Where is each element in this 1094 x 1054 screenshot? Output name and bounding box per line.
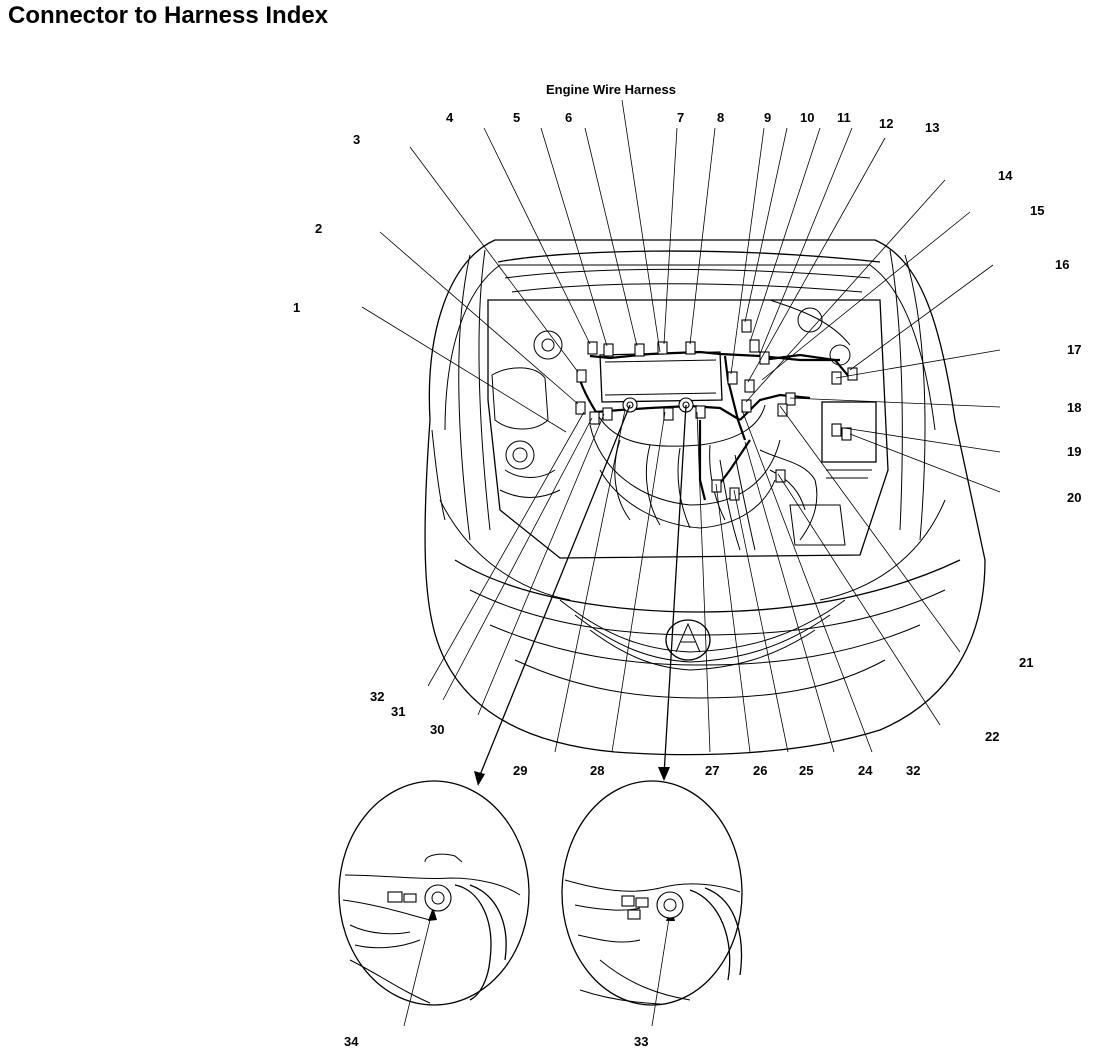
callout-4: 4 (446, 110, 454, 125)
page-title: Connector to Harness Index (8, 2, 329, 29)
callout-18: 18 (1067, 400, 1081, 415)
callout-14: 14 (998, 168, 1013, 183)
callout-10: 10 (800, 110, 814, 125)
leader-lines (361, 99, 1001, 1027)
callout-5: 5 (513, 110, 520, 125)
vehicle-front-outline (424, 239, 986, 756)
callout-numbers: 1 2 3 4 5 6 7 8 9 10 11 12 13 14 15 16 1… (293, 110, 1081, 1049)
callout-9: 9 (764, 110, 771, 125)
callout-15: 15 (1030, 203, 1044, 218)
callout-30: 30 (430, 722, 444, 737)
callout-34: 34 (344, 1034, 359, 1049)
callout-21: 21 (1019, 655, 1033, 670)
callout-13: 13 (925, 120, 939, 135)
callout-11: 11 (837, 110, 851, 125)
detail-view-right (561, 780, 743, 1006)
callout-26: 26 (753, 763, 767, 778)
callout-6: 6 (565, 110, 572, 125)
callout-16: 16 (1055, 257, 1069, 272)
callout-22: 22 (985, 729, 999, 744)
callout-27: 27 (705, 763, 719, 778)
harness-label: Engine Wire Harness (546, 82, 676, 97)
callout-17: 17 (1067, 342, 1081, 357)
callout-28: 28 (590, 763, 604, 778)
callout-20: 20 (1067, 490, 1081, 505)
callout-2: 2 (315, 221, 322, 236)
callout-31: 31 (391, 704, 405, 719)
callout-24: 24 (858, 763, 873, 778)
detail-view-left (338, 780, 530, 1006)
callout-32-left: 32 (370, 689, 384, 704)
wire-harness-routing (578, 350, 851, 501)
callout-3: 3 (353, 132, 360, 147)
callout-25: 25 (799, 763, 813, 778)
callout-1: 1 (293, 300, 300, 315)
callout-19: 19 (1067, 444, 1081, 459)
callout-12: 12 (879, 116, 893, 131)
callout-7: 7 (677, 110, 684, 125)
callout-32-right: 32 (906, 763, 920, 778)
callout-33: 33 (634, 1034, 648, 1049)
callout-29: 29 (513, 763, 527, 778)
engine-compartment (487, 299, 889, 559)
callout-8: 8 (717, 110, 724, 125)
